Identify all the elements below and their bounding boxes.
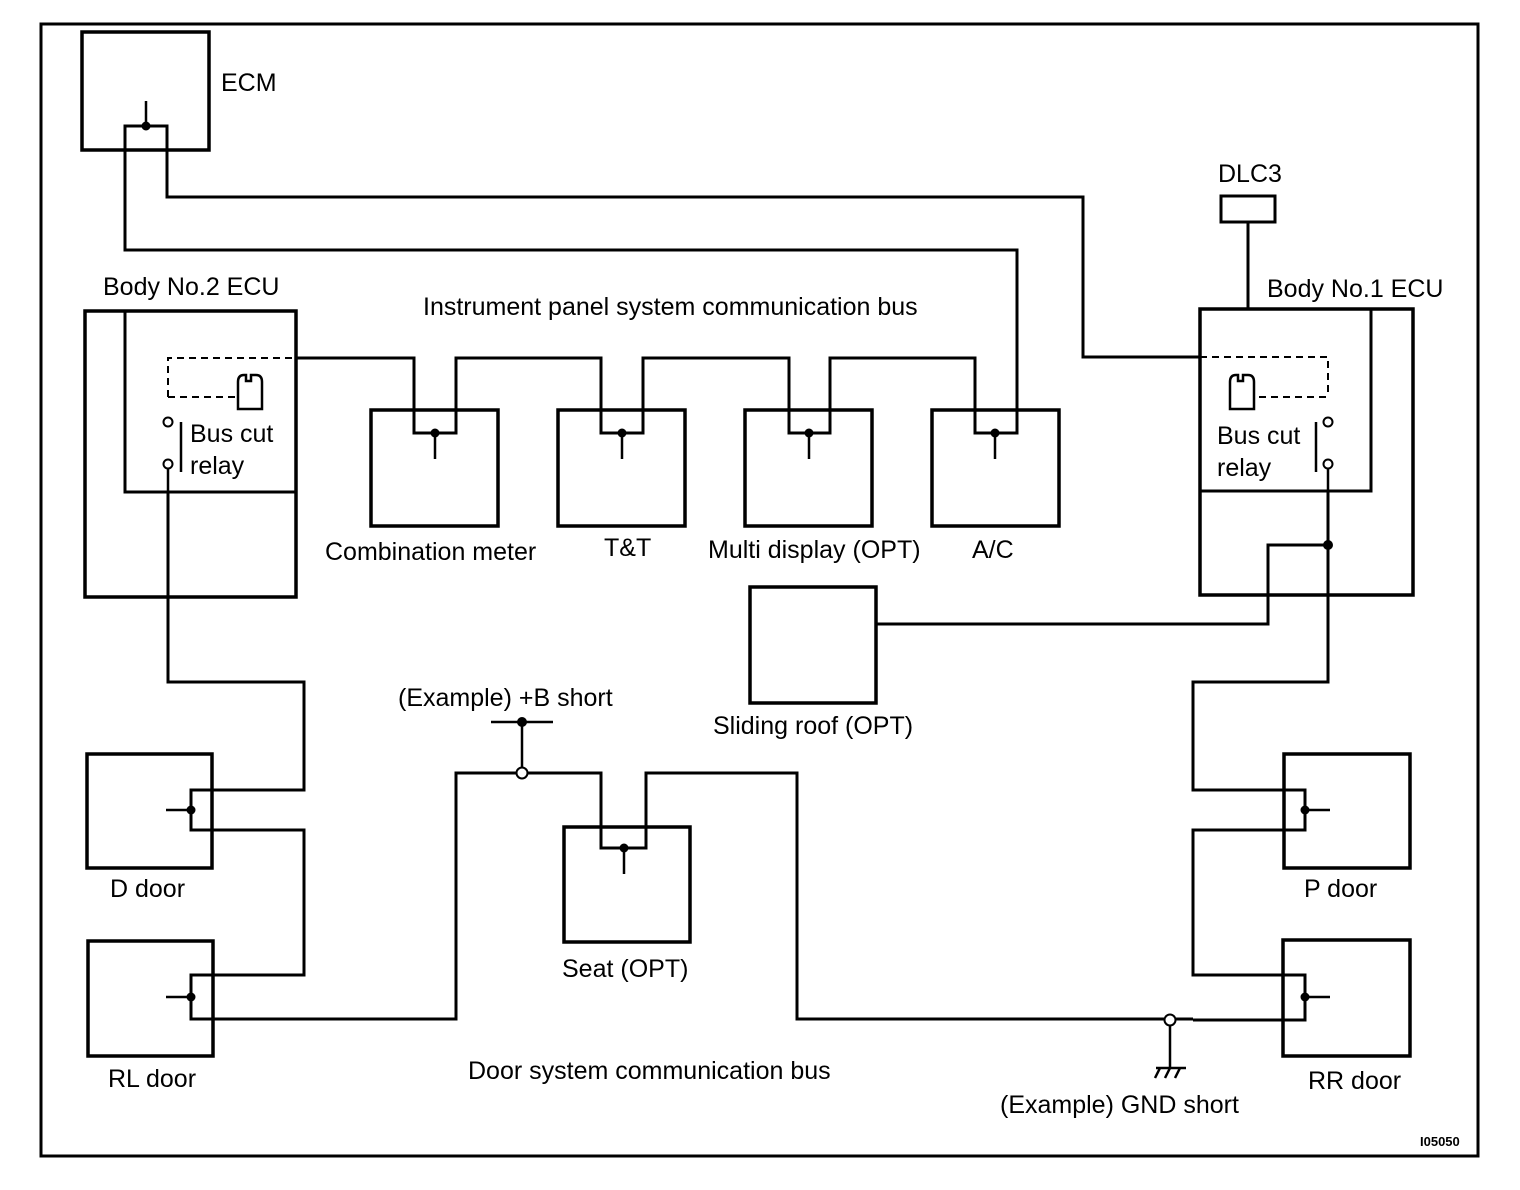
ac-connector <box>973 410 1019 459</box>
p-door-label: P door <box>1304 875 1377 903</box>
multi-display-label: Multi display (OPT) <box>708 536 921 564</box>
ip-bus-label: Instrument panel system communication bu… <box>423 293 918 321</box>
d-door-connector <box>166 788 212 832</box>
sliding-roof-box <box>748 585 878 705</box>
seat-connector <box>599 827 648 874</box>
tt-box <box>556 408 687 528</box>
d-door-label: D door <box>110 875 185 903</box>
seat-label: Seat (OPT) <box>562 955 688 983</box>
sliding-roof-label: Sliding roof (OPT) <box>713 712 913 740</box>
door-bus-label: Door system communication bus <box>468 1057 831 1085</box>
body1-bus-cut-relay <box>1200 356 1334 491</box>
multi-display-box <box>743 408 874 528</box>
rr-door-label: RR door <box>1308 1067 1401 1095</box>
body2-relay-label: relay <box>190 452 245 480</box>
b-short-label: (Example) +B short <box>398 684 613 712</box>
rr-door-connector <box>1283 973 1330 1022</box>
ecm-connector <box>123 101 169 150</box>
body1-relay-label: relay <box>1217 454 1272 482</box>
body1-to-sliding-roof-wire <box>876 491 1330 626</box>
body2-bus-cut-label: Bus cut <box>190 420 273 448</box>
body1-inner-box <box>1200 309 1373 493</box>
dlc3-label: DLC3 <box>1218 160 1282 188</box>
body2-ecu-label: Body No.2 ECU <box>103 273 279 301</box>
rl-door-connector <box>166 973 213 1021</box>
ecm-box <box>80 30 211 152</box>
p-door-connector <box>1284 788 1330 832</box>
gnd-short-symbol <box>1153 1013 1186 1079</box>
tt-connector <box>599 410 645 459</box>
ecm-to-ac-wire <box>123 150 1019 433</box>
body1-ecu-box <box>1198 307 1415 597</box>
b-short-symbol <box>491 717 553 780</box>
combination-meter-connector <box>412 410 458 459</box>
body1-bus-cut-label: Bus cut <box>1217 422 1300 450</box>
diagram-frame <box>39 22 1480 1158</box>
body2-bus-cut-relay <box>162 357 296 492</box>
dlc3-connector <box>1219 194 1277 224</box>
ac-label: A/C <box>972 536 1014 564</box>
body1-ecu-label: Body No.1 ECU <box>1267 275 1443 303</box>
figure-code: I05050 <box>1420 1134 1460 1149</box>
gnd-short-label: (Example) GND short <box>1000 1091 1239 1119</box>
body2-inner-box <box>123 311 296 494</box>
rl-door-label: RL door <box>108 1065 196 1093</box>
combination-meter-label: Combination meter <box>325 538 536 566</box>
ecm-to-body1-wire <box>165 150 1200 359</box>
ecm-label: ECM <box>221 69 277 97</box>
combination-meter-box <box>369 408 500 528</box>
ac-box <box>930 408 1061 528</box>
seat-box <box>562 825 692 944</box>
tt-label: T&T <box>604 534 651 562</box>
multi-display-connector <box>787 410 832 459</box>
